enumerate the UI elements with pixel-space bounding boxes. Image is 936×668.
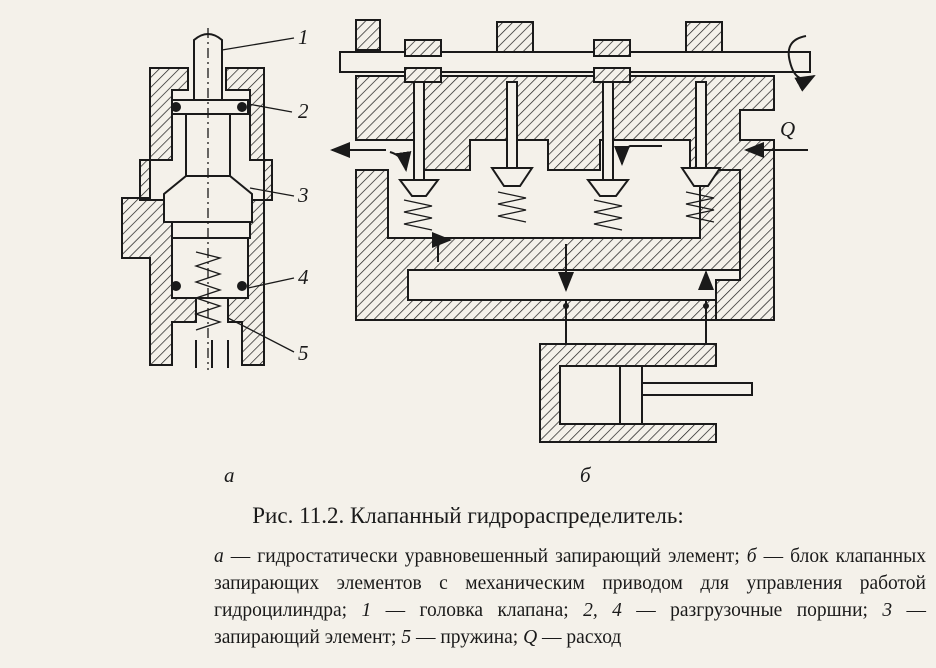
spring-5 bbox=[193, 251, 223, 331]
label-flow-q: Q bbox=[780, 117, 795, 141]
label-view-b: б bbox=[580, 463, 592, 487]
label-part-5: 5 bbox=[298, 341, 309, 365]
flow-arrow-2 bbox=[431, 232, 452, 262]
caption-text-5: — пружина; bbox=[411, 627, 524, 648]
caption-text-2-4: — разгрузочные поршни; bbox=[621, 600, 883, 621]
figure-caption-title: Рис. 11.2. Клапанный гидрораспределитель… bbox=[252, 503, 684, 528]
caption-key-q: Q bbox=[523, 627, 538, 648]
seal-2-left bbox=[171, 102, 181, 112]
label-part-3: 3 bbox=[297, 183, 309, 207]
caption-text-3: — запирающий элемент; bbox=[214, 600, 927, 648]
label-part-1: 1 bbox=[298, 25, 309, 49]
caption-key-1: 1 bbox=[361, 600, 372, 621]
caption-text-a: — гидростатически уравновешенный запираю… bbox=[223, 546, 747, 567]
flow-arrow-3 bbox=[614, 145, 662, 166]
valve-stem-3 bbox=[586, 81, 630, 231]
valve-diagram: 1 2 3 4 5 а bbox=[121, 19, 816, 487]
caption-text-q: — расход bbox=[537, 627, 622, 648]
label-view-a: а bbox=[224, 463, 235, 487]
seal-2-right bbox=[237, 102, 247, 112]
hydraulic-cylinder bbox=[539, 343, 753, 443]
flow-arrow-1 bbox=[389, 151, 412, 172]
valve-stem-2 bbox=[490, 81, 534, 223]
caption-key-3: 3 bbox=[882, 600, 893, 621]
rotation-arrow-icon bbox=[787, 35, 816, 92]
caption-text-1: — головка клапана; bbox=[371, 600, 584, 621]
view-b-valve-block bbox=[339, 19, 816, 321]
caption-key-b: б bbox=[746, 546, 757, 567]
label-part-4: 4 bbox=[298, 265, 309, 289]
caption-key-5: 5 bbox=[401, 627, 412, 648]
caption-key-a: а bbox=[214, 546, 224, 567]
caption-text-b: — блок клапанных запирающих элементов с … bbox=[214, 546, 926, 621]
seal-4-right bbox=[237, 281, 247, 291]
valve-stem-4 bbox=[680, 81, 722, 223]
valve-stem-1 bbox=[398, 81, 440, 231]
figure-caption-body: а — гидростатически уравновешенный запир… bbox=[214, 543, 926, 651]
caption-key-2-4: 2, 4 bbox=[583, 600, 622, 621]
seal-4-left bbox=[171, 281, 181, 291]
view-a-valve bbox=[121, 28, 273, 370]
label-part-2: 2 bbox=[298, 99, 309, 123]
